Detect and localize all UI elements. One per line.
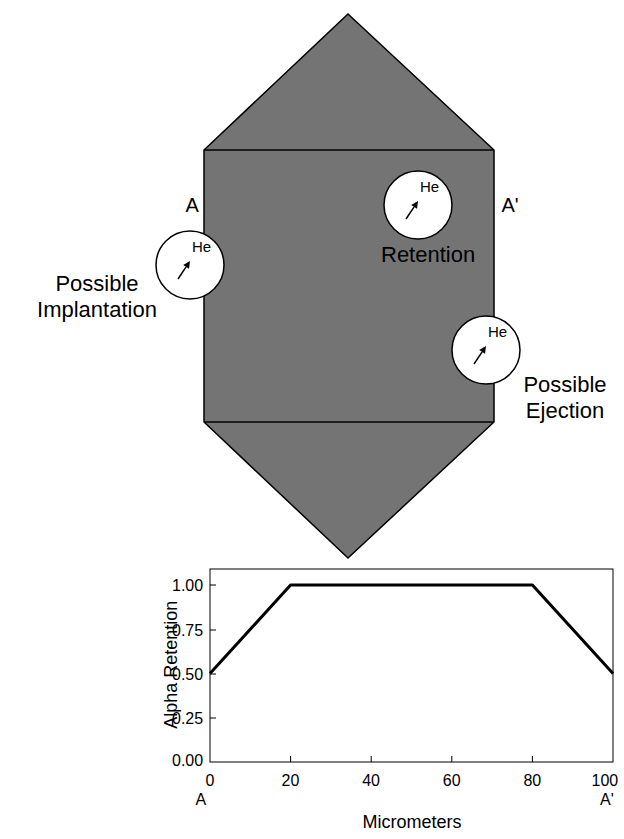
circle-shape: [156, 231, 224, 299]
circle-outline: [153, 228, 227, 302]
alpha-circle: He: [381, 168, 455, 242]
retention-curve: [210, 585, 613, 674]
alpha-path-arrow: [406, 207, 414, 219]
x-tick-label: 0: [206, 771, 215, 790]
alpha-path-arrow: [178, 267, 186, 279]
arrowhead: [183, 261, 190, 269]
alpha-path-arrow: [474, 352, 482, 364]
y-tick-label: 0.00: [172, 751, 203, 770]
crystal-edge: [204, 149, 494, 151]
axis-title: Micrometers: [363, 812, 462, 834]
process-label: Retention: [381, 242, 475, 268]
x-tick-label: 20: [282, 771, 300, 790]
process-label: Possible Ejection: [511, 372, 619, 425]
arrowhead: [411, 201, 418, 209]
x-tick-label: 100: [592, 771, 619, 790]
alpha-circle: He: [153, 228, 227, 302]
circle-shape: [384, 171, 452, 239]
crystal-outline: [204, 14, 494, 558]
crystal-edge: [204, 421, 494, 423]
alpha-circle: He: [449, 313, 523, 387]
x-tick-label: 40: [362, 771, 380, 790]
helium-label: He: [192, 239, 211, 254]
helium-label: He: [420, 179, 439, 194]
section-end: A: [186, 193, 199, 217]
x-tick-label: 60: [443, 771, 461, 790]
circle-outline: [449, 313, 523, 387]
section-end: A: [196, 790, 207, 809]
section-end: A': [600, 790, 614, 809]
x-tick-label: 80: [523, 771, 541, 790]
helium-label: He: [488, 324, 507, 339]
circle-shape: [452, 316, 520, 384]
plot-frame: [210, 569, 613, 762]
circle-outline: [381, 168, 455, 242]
process-label: Possible Implantation: [22, 271, 172, 324]
y-tick-label: 1.00: [172, 576, 203, 595]
zircon-crystal: [204, 14, 494, 558]
axis-ticks: [210, 585, 532, 762]
axis-title: Alpha Retention: [161, 601, 183, 729]
retention-chart: [210, 569, 613, 762]
section-end: A': [502, 193, 519, 217]
arrowhead: [479, 346, 486, 354]
